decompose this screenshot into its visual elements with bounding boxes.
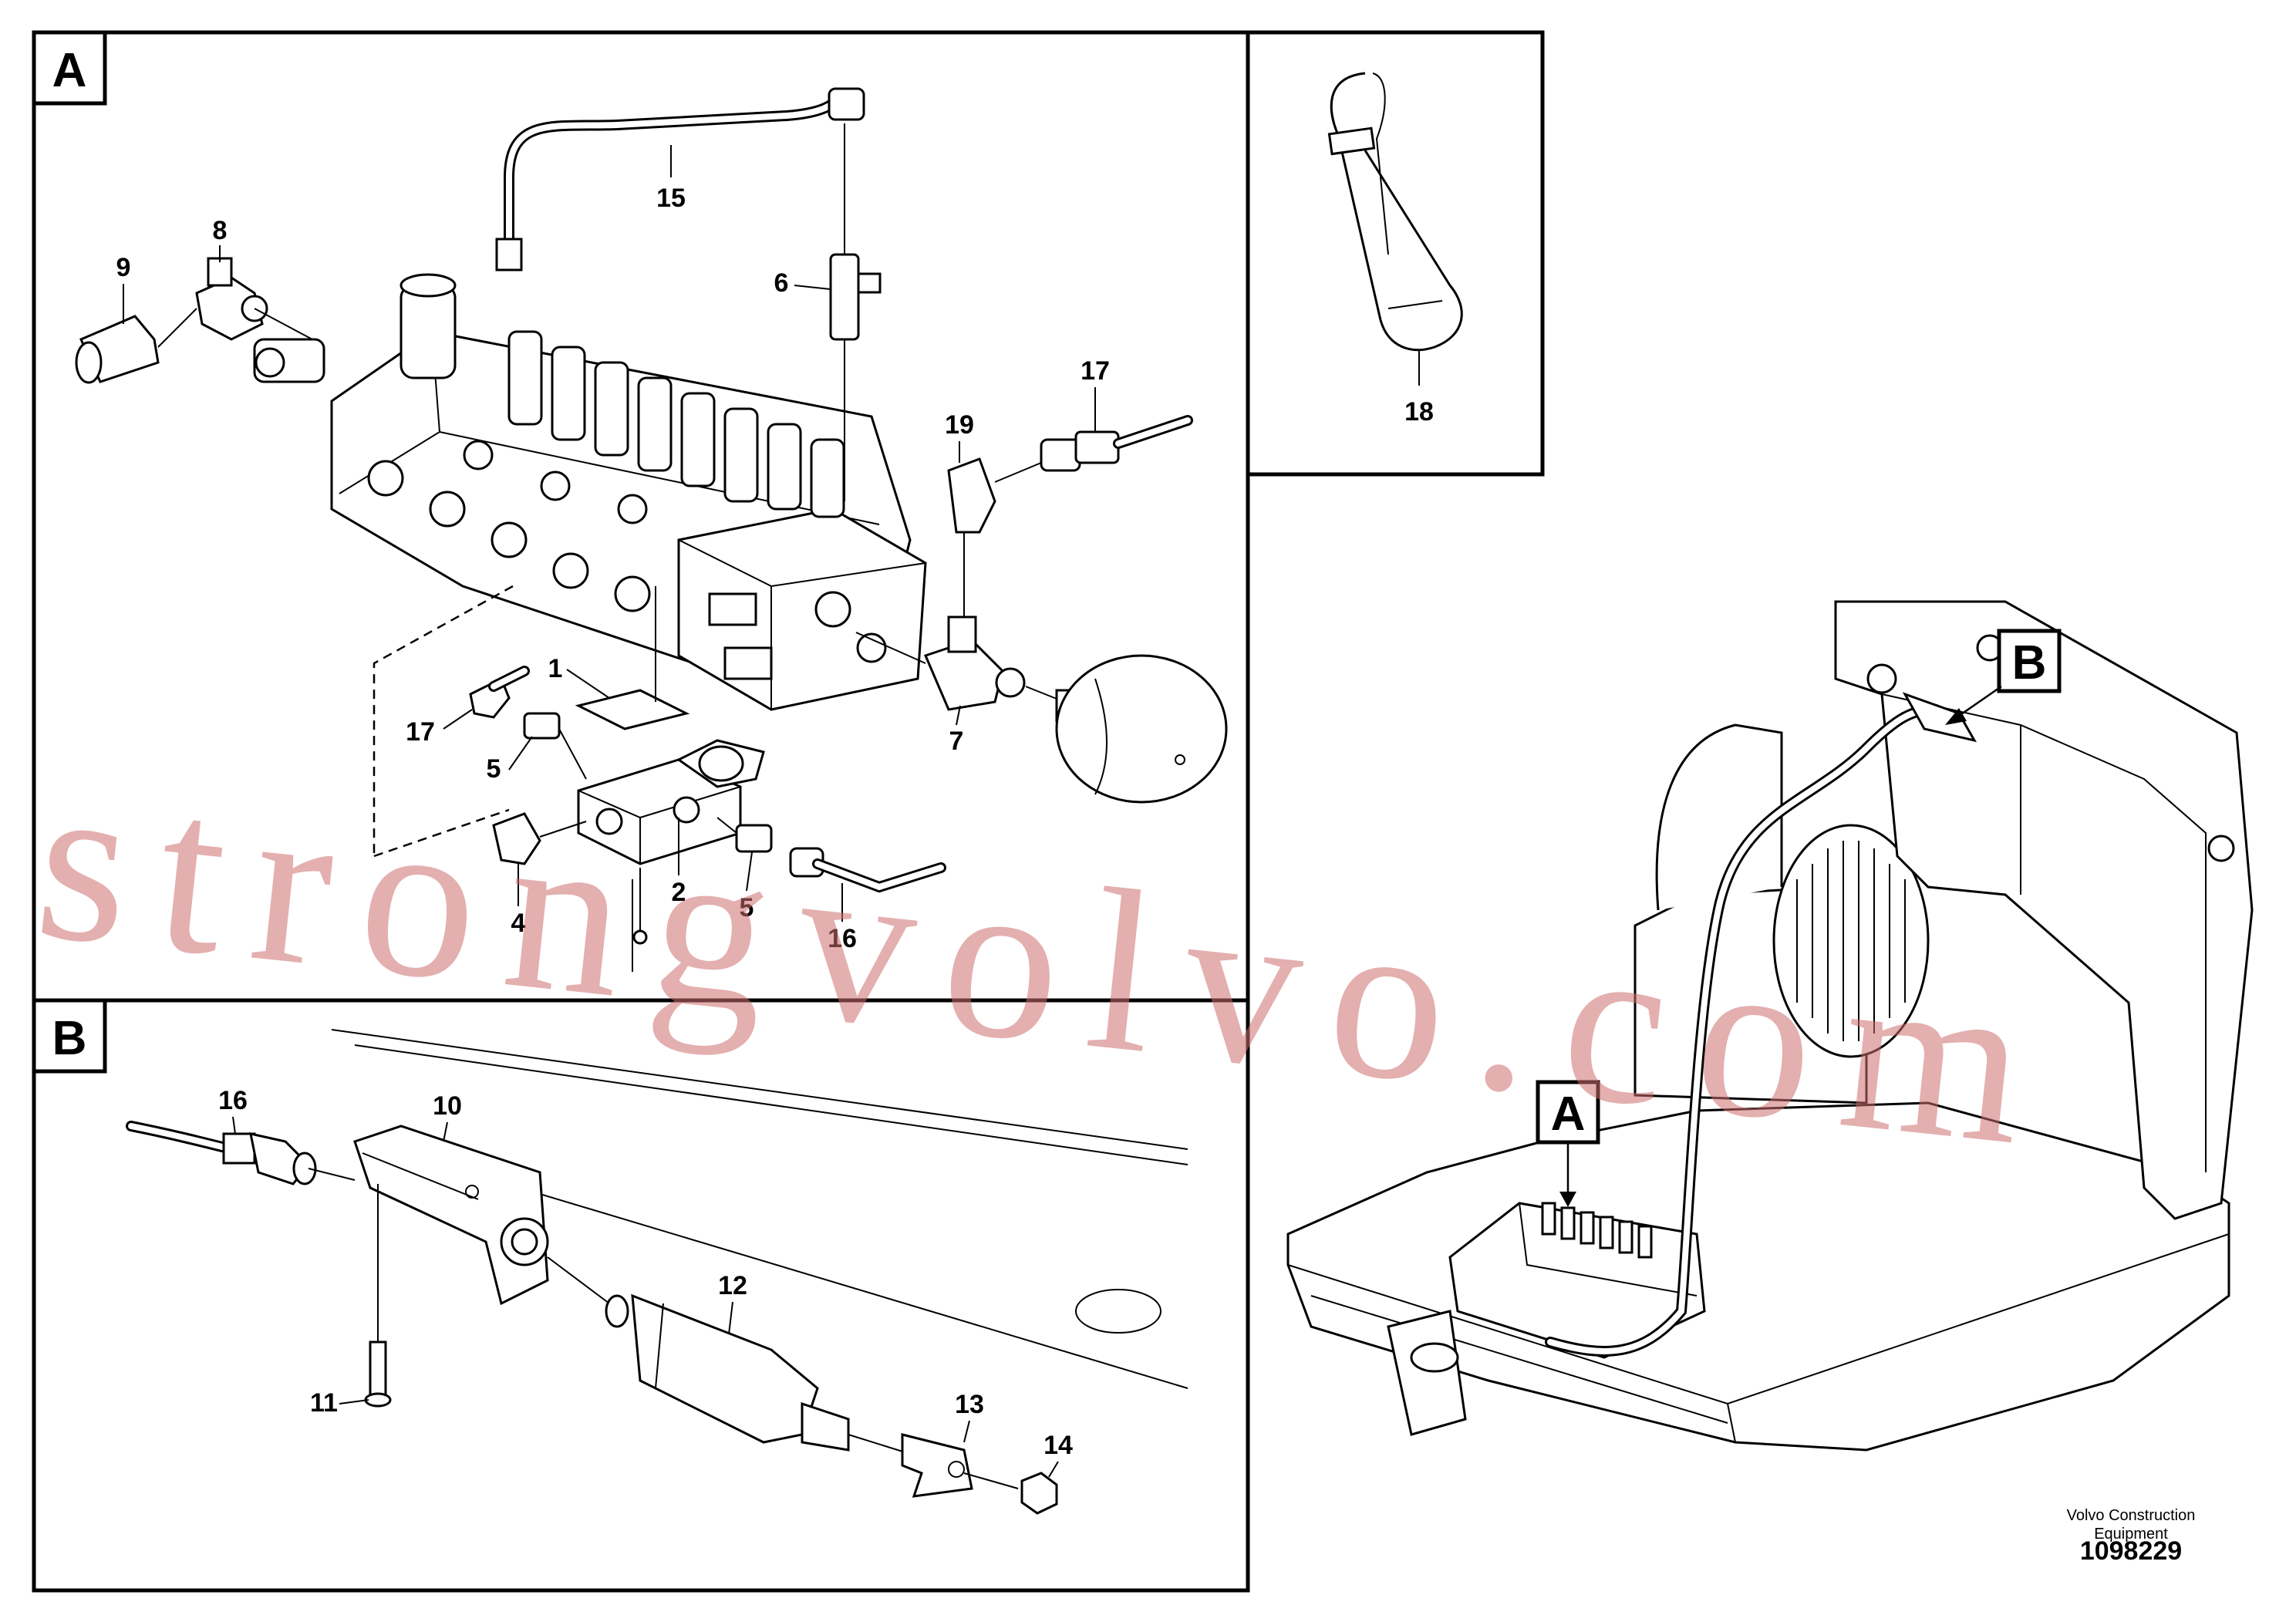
callouts-panel-b: 10 11 12 13 14 16 (218, 1086, 1073, 1478)
tee-fitting-7 (855, 615, 1065, 711)
cover-plate-1 (575, 689, 690, 730)
callout-5-left: 5 (487, 754, 501, 784)
panel-b-letter: B (52, 1012, 87, 1065)
callouts-panel-a: 1 2 4 5 5 6 7 8 9 15 16 17 17 1 (116, 145, 1110, 953)
callout-14: 14 (1043, 1431, 1073, 1460)
plug-9 (75, 308, 197, 384)
callout-8: 8 (213, 216, 228, 245)
overview-valve-mini (1448, 1202, 1706, 1359)
svg-text:B: B (2012, 636, 2047, 690)
overview-marker-a: A (1536, 1080, 1600, 1207)
overview-machine-frame (1286, 600, 2254, 1452)
callout-17-top: 17 (1081, 356, 1110, 386)
hose-17-left (469, 666, 530, 719)
elbow-fitting-4 (492, 812, 587, 865)
hose-17-top (1040, 415, 1193, 472)
bracket-10 (353, 1125, 549, 1306)
callout-1: 1 (548, 654, 563, 683)
callout-18: 18 (1404, 397, 1434, 427)
screw-11 (364, 1184, 392, 1408)
callout-19: 19 (945, 410, 974, 440)
retainer-13 (901, 1433, 973, 1498)
panel-a: A (32, 30, 1250, 1003)
credit-line-2: Equipment (2094, 1526, 2168, 1543)
callout-17-left: 17 (406, 717, 435, 747)
adapter-5-right (716, 817, 773, 853)
frame-edge-top-inner (354, 1044, 1188, 1165)
callout-5-right: 5 (740, 893, 754, 922)
valve-ports (367, 440, 651, 612)
mounting-bolt (632, 929, 648, 945)
callout-4: 4 (511, 909, 526, 938)
panel-b: B (32, 998, 1250, 1593)
tee-fitting-6 (829, 253, 882, 501)
cable-tie-18 (1327, 72, 1463, 352)
accumulator (1055, 654, 1228, 804)
hose-15 (495, 87, 865, 271)
control-valve-assembly (253, 273, 927, 711)
solenoid-valve-2 (577, 739, 765, 865)
adapter-5-left (523, 712, 587, 780)
dashed-route-1 (373, 585, 514, 856)
callout-7: 7 (949, 727, 964, 756)
leader-8-link (254, 308, 313, 340)
callout-11: 11 (310, 1388, 338, 1418)
callout-12: 12 (718, 1271, 747, 1300)
elbow-fitting-19 (947, 457, 1042, 534)
drawing-number: 1098229 (2079, 1536, 2183, 1566)
callout-10: 10 (433, 1091, 462, 1121)
solenoid-row (507, 330, 845, 518)
pressure-sensor-12 (547, 1256, 911, 1455)
callout-13: 13 (955, 1390, 984, 1419)
callout-6: 6 (774, 268, 789, 298)
svg-text:A: A (1551, 1088, 1586, 1141)
overview-marker-b: B (1945, 629, 2062, 725)
hose-16-b (126, 1121, 317, 1185)
dashed-route-2 (373, 808, 510, 858)
panel-b-label-box (32, 998, 107, 1074)
frame-hole (1075, 1289, 1161, 1334)
overview-sensor (1902, 692, 1977, 743)
callout-9: 9 (116, 253, 131, 282)
nut-14 (963, 1472, 1058, 1515)
callout-16: 16 (828, 924, 857, 953)
radiator (1772, 824, 1930, 1058)
panel-cable-tie: 18 (1246, 30, 1545, 477)
hose-16-a (789, 847, 946, 893)
panel-a-label-box (32, 30, 107, 106)
credit-line-1: Volvo Construction (2066, 1507, 2196, 1524)
callout-2: 2 (672, 878, 686, 907)
frame-edge-mid (416, 1156, 1188, 1389)
elbow-fitting-8 (195, 257, 268, 341)
frame-edge-top (331, 1029, 1188, 1150)
callout-15: 15 (656, 184, 686, 213)
callout-16-b: 16 (218, 1086, 248, 1115)
panel-a-letter: A (52, 44, 87, 97)
link-hose-bracket (308, 1168, 356, 1181)
